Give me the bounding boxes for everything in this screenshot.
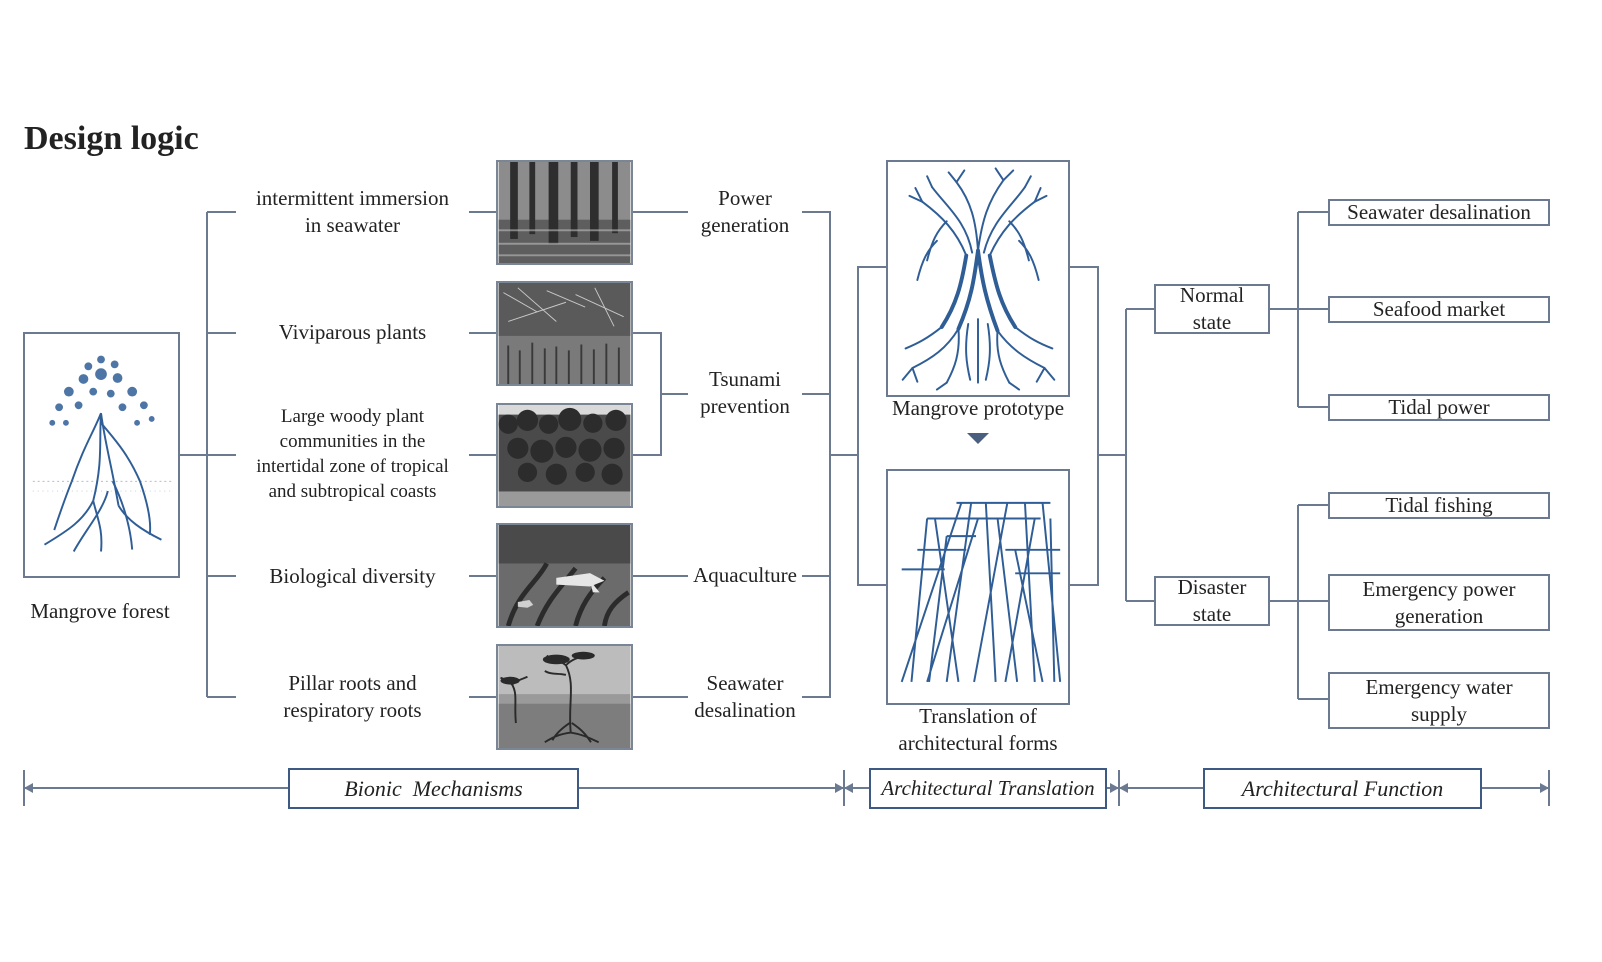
disaster-state-box: Disaster state xyxy=(1154,575,1270,626)
function-tidal-fishing: Tidal fishing xyxy=(1328,492,1550,519)
function-tidal-power: Tidal power xyxy=(1328,394,1550,421)
triangle-down-icon xyxy=(967,433,989,444)
underwater-roots-photo xyxy=(496,523,633,628)
phase-architectural-function: Architectural Function xyxy=(1203,768,1482,809)
mechanism-label-woody-communities: Large woody plant communities in the int… xyxy=(256,406,449,502)
function-emergency-power-generation: Emergency power generation xyxy=(1328,574,1550,631)
phase-architectural-translation: Architectural Translation xyxy=(869,768,1107,809)
coastal-forest-photo xyxy=(496,403,633,508)
function-emergency-water-supply: Emergency water supply xyxy=(1328,672,1550,729)
mangrove-prototype-card xyxy=(886,160,1070,397)
architectural-forms-card xyxy=(886,469,1070,705)
mangrove-prototype-label: Mangrove prototype xyxy=(891,396,1065,420)
architectural-forms-label: Translation of architectural forms xyxy=(898,704,1058,755)
architectural-forms-icon xyxy=(900,501,1062,683)
benefit-tsunami-prevention: Tsunami prevention xyxy=(700,367,790,418)
mangrove-prototype-icon xyxy=(901,167,1056,391)
seedlings-photo xyxy=(496,281,633,386)
mechanism-label-immersion: intermittent immersion in seawater xyxy=(255,186,450,237)
mangrove-tree-sketch-icon xyxy=(32,355,172,552)
function-seawater-desalination: Seawater desalination xyxy=(1328,199,1550,226)
mangrove-forest-card xyxy=(23,332,180,578)
page-title: Design logic xyxy=(24,120,199,157)
mechanism-label-roots: Pillar roots and respiratory roots xyxy=(283,671,422,722)
flooded-forest-photo xyxy=(496,160,633,265)
prop-roots-photo xyxy=(496,644,633,750)
mechanism-label-diversity: Biological diversity xyxy=(269,564,436,588)
benefit-seawater-desalination: Seawater desalination xyxy=(694,671,796,722)
normal-state-box: Normal state xyxy=(1154,283,1270,334)
function-seafood-market: Seafood market xyxy=(1328,296,1550,323)
benefit-power-generation: Power generation xyxy=(700,186,790,237)
mangrove-forest-label: Mangrove forest xyxy=(30,599,170,623)
benefit-aquaculture: Aquaculture xyxy=(693,563,797,587)
mechanism-label-viviparous: Viviparous plants xyxy=(278,320,427,344)
phase-bionic-mechanisms: Bionic Mechanisms xyxy=(288,768,579,809)
